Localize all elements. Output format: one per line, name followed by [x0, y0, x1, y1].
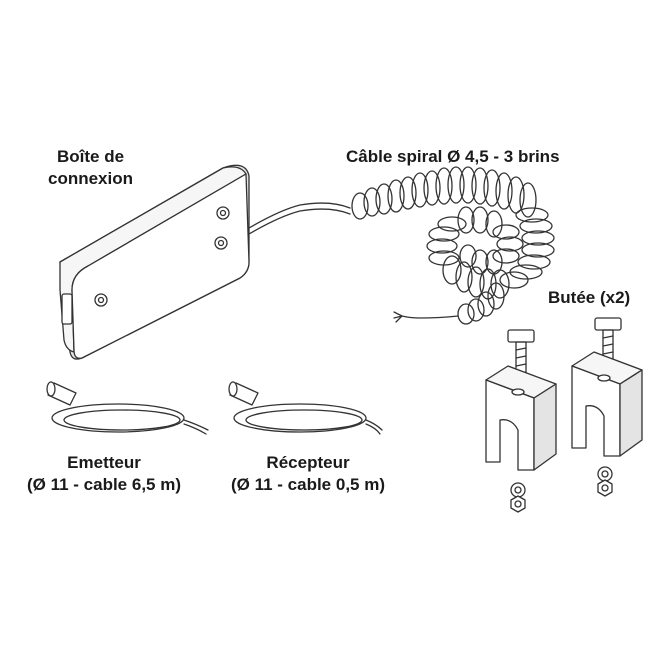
- emitter-label-line2: (Ø 11 - cable 6,5 m): [26, 475, 181, 494]
- stops-label: Butée (x2): [548, 288, 631, 307]
- stop-1: [485, 329, 557, 513]
- receiver-label-line1: Récepteur: [266, 453, 350, 472]
- spiral-cable-label: Câble spiral Ø 4,5 - 3 brins: [346, 147, 560, 166]
- connection-box: [59, 164, 250, 360]
- receiver-label: Récepteur (Ø 11 - cable 0,5 m): [210, 452, 406, 496]
- emitter-label-line1: Emetteur: [67, 453, 141, 472]
- receiver-label-line2: (Ø 11 - cable 0,5 m): [230, 475, 385, 494]
- spiral-cable: [248, 166, 555, 325]
- receiver-sensor: [228, 381, 383, 435]
- connection-box-label-line2: connexion: [48, 169, 134, 188]
- stop-2: [571, 317, 643, 497]
- emitter-sensor: [46, 381, 209, 435]
- connection-box-label-line1: Boîte de: [56, 147, 125, 166]
- emitter-label: Emetteur (Ø 11 - cable 6,5 m): [6, 452, 202, 496]
- connection-box-label: Boîte de connexion: [48, 146, 133, 190]
